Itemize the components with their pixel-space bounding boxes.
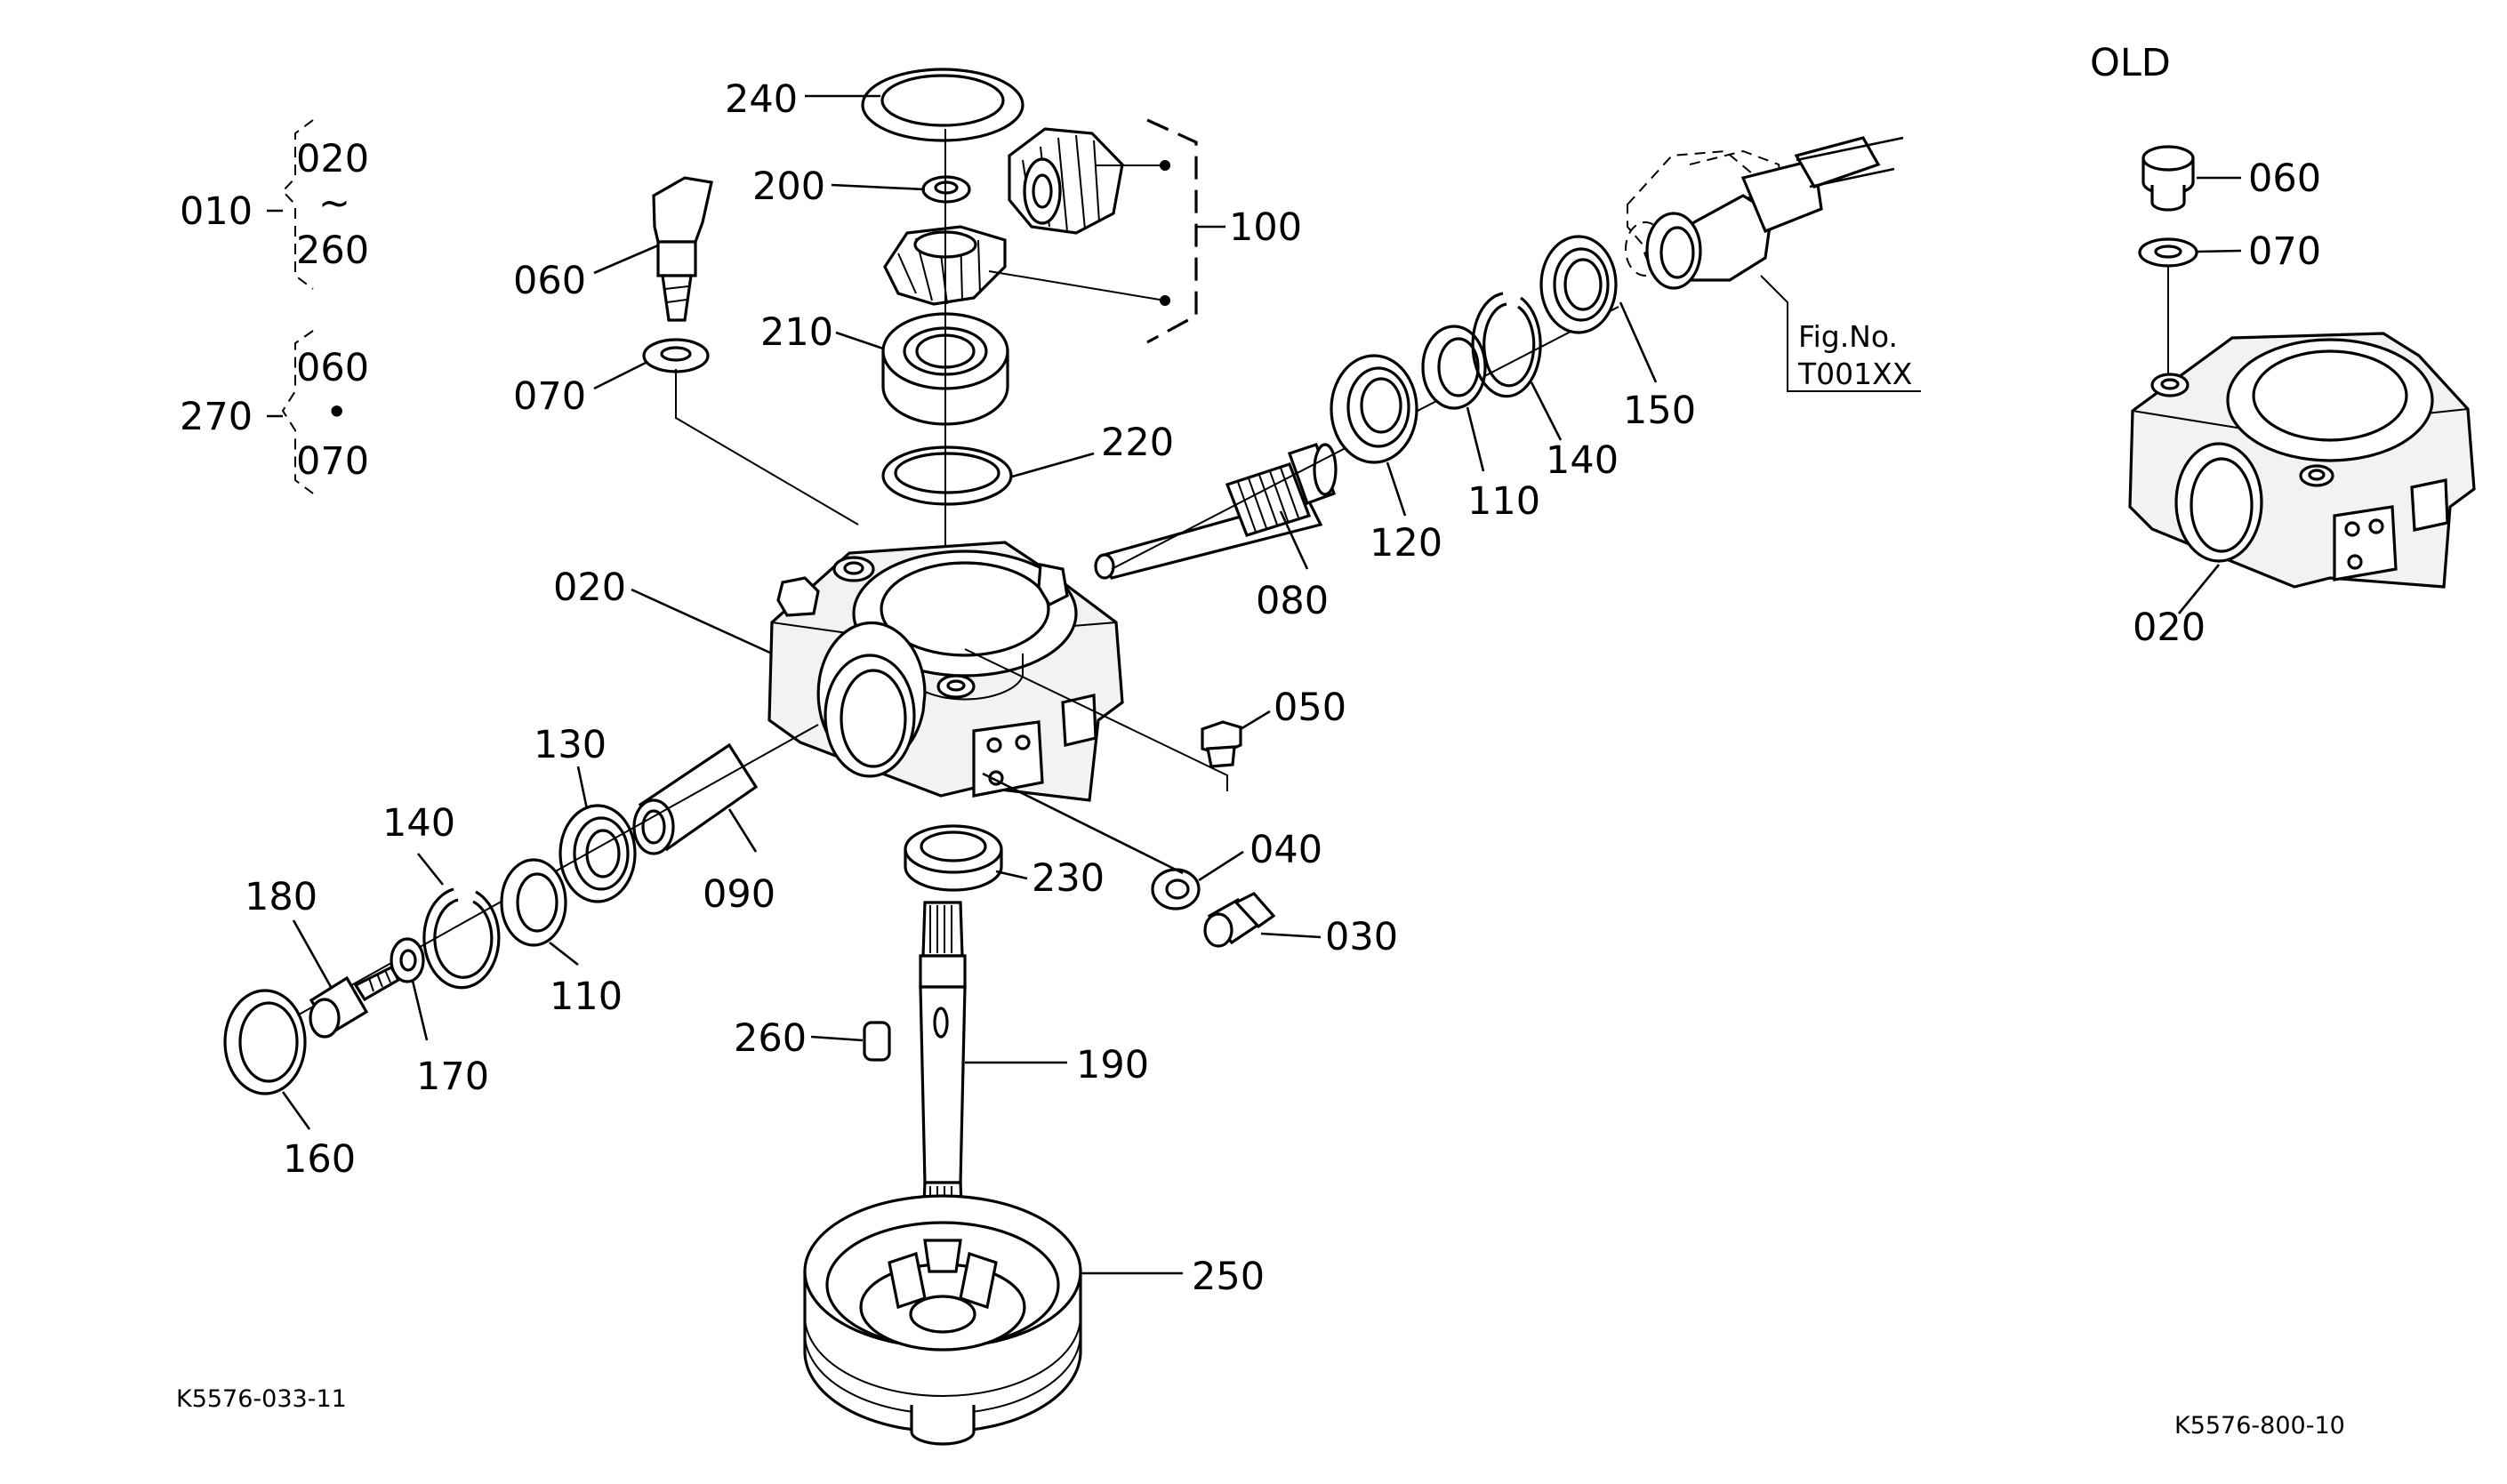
part-020-gearbox-housing[interactable] — [767, 541, 1124, 802]
label-part-020[interactable]: 020 — [553, 566, 626, 610]
label-old-part-020[interactable]: 020 — [2133, 606, 2206, 650]
figure-ref-value[interactable]: T001XX — [1797, 357, 1912, 391]
label-part-180[interactable]: 180 — [245, 875, 317, 919]
part-230-oil-seal[interactable] — [904, 824, 1003, 892]
label-old-part-060[interactable]: 060 — [2248, 156, 2321, 201]
group-270-to[interactable]: 070 — [296, 439, 369, 484]
old-part-070-washer[interactable] — [2138, 237, 2198, 268]
part-250-pulley[interactable] — [803, 1194, 1082, 1446]
part-180-bolt[interactable] — [309, 965, 401, 1039]
gear-upper-dot — [1160, 160, 1170, 171]
drawing-code-right: K5576-800-10 — [2174, 1412, 2345, 1440]
label-part-150[interactable]: 150 — [1623, 389, 1696, 433]
part-190-output-shaft[interactable] — [919, 901, 967, 1229]
housing-plug-guide-line — [964, 648, 1228, 791]
label-part-160[interactable]: 160 — [283, 1137, 356, 1182]
leader-lines — [281, 94, 2242, 1275]
part-110-washer-top[interactable] — [1421, 325, 1487, 410]
group-270-bracket — [267, 330, 314, 494]
label-part-060[interactable]: 060 — [513, 259, 586, 303]
label-part-170[interactable]: 170 — [416, 1055, 489, 1099]
part-150-oil-seal[interactable] — [1539, 235, 1618, 334]
group-270-id[interactable]: 270 — [180, 395, 253, 439]
part-060-breather[interactable] — [652, 176, 713, 322]
part-070-washer[interactable] — [642, 338, 710, 373]
label-part-240[interactable]: 240 — [725, 77, 798, 122]
label-part-140-top[interactable]: 140 — [1546, 438, 1619, 483]
label-part-250[interactable]: 250 — [1192, 1255, 1265, 1299]
label-old-part-070[interactable]: 070 — [2248, 229, 2321, 274]
part-240-shim-ring[interactable] — [861, 68, 1024, 142]
part-090-sleeve[interactable] — [632, 742, 759, 855]
label-part-140-lower[interactable]: 140 — [382, 801, 455, 846]
part-080-input-shaft[interactable] — [1094, 442, 1338, 580]
part-140-snap-ring-lower[interactable] — [422, 887, 501, 990]
label-part-130[interactable]: 130 — [534, 723, 607, 767]
label-part-080[interactable]: 080 — [1256, 579, 1329, 623]
part-050-plug[interactable] — [1201, 720, 1242, 768]
group-010-bracket — [267, 119, 314, 290]
part-260-key[interactable] — [863, 1021, 891, 1062]
label-part-040[interactable]: 040 — [1249, 828, 1322, 872]
part-110-washer-lower[interactable] — [500, 858, 567, 947]
gear-set-bracket — [1146, 118, 1198, 344]
label-part-210[interactable]: 210 — [760, 310, 833, 355]
figure-ref-leader — [1760, 275, 1921, 392]
part-220-shim[interactable] — [881, 445, 1013, 506]
group-010-id[interactable]: 010 — [180, 189, 253, 234]
label-part-120[interactable]: 120 — [1370, 521, 1442, 566]
label-part-050[interactable]: 050 — [1274, 686, 1346, 730]
drawing-code-left: K5576-033-11 — [176, 1385, 347, 1413]
label-part-190[interactable]: 190 — [1076, 1043, 1149, 1087]
group-010-sep: ~ — [318, 181, 350, 226]
old-part-060-plug[interactable] — [2141, 145, 2195, 212]
part-100-bevel-gear-lower[interactable] — [883, 225, 1170, 306]
part-140-snap-ring-top[interactable] — [1471, 292, 1542, 398]
universal-joint-yoke — [1643, 136, 1904, 290]
label-part-110-lower[interactable]: 110 — [550, 975, 623, 1019]
figure-ref-title: Fig.No. — [1798, 319, 1898, 354]
gear-lower-dot — [1160, 295, 1170, 306]
group-010-to[interactable]: 260 — [296, 229, 369, 273]
label-part-090[interactable]: 090 — [703, 872, 775, 917]
part-160-cover[interactable] — [223, 989, 307, 1095]
label-part-070[interactable]: 070 — [513, 374, 586, 419]
group-270-from[interactable]: 060 — [296, 346, 369, 390]
part-130-bearing[interactable] — [558, 804, 637, 903]
old-label: OLD — [2090, 41, 2171, 85]
group-010-from[interactable]: 020 — [296, 137, 369, 181]
label-part-200[interactable]: 200 — [752, 164, 825, 209]
part-170-washer[interactable] — [390, 937, 425, 983]
label-part-100[interactable]: 100 — [1229, 205, 1302, 250]
label-part-030[interactable]: 030 — [1325, 915, 1398, 959]
part-100-bevel-gear-upper[interactable] — [1008, 127, 1170, 235]
old-part-020-housing[interactable] — [2128, 332, 2476, 589]
part-040-washer[interactable] — [1151, 868, 1201, 910]
group-270-sep: • — [325, 390, 348, 435]
label-part-110-top[interactable]: 110 — [1467, 479, 1540, 524]
label-part-260[interactable]: 260 — [734, 1016, 807, 1061]
label-part-230[interactable]: 230 — [1032, 856, 1105, 901]
part-030-plug[interactable] — [1203, 892, 1276, 948]
part-120-bearing[interactable] — [1330, 354, 1418, 464]
label-part-220[interactable]: 220 — [1101, 421, 1174, 465]
breather-guide-line — [675, 369, 859, 525]
